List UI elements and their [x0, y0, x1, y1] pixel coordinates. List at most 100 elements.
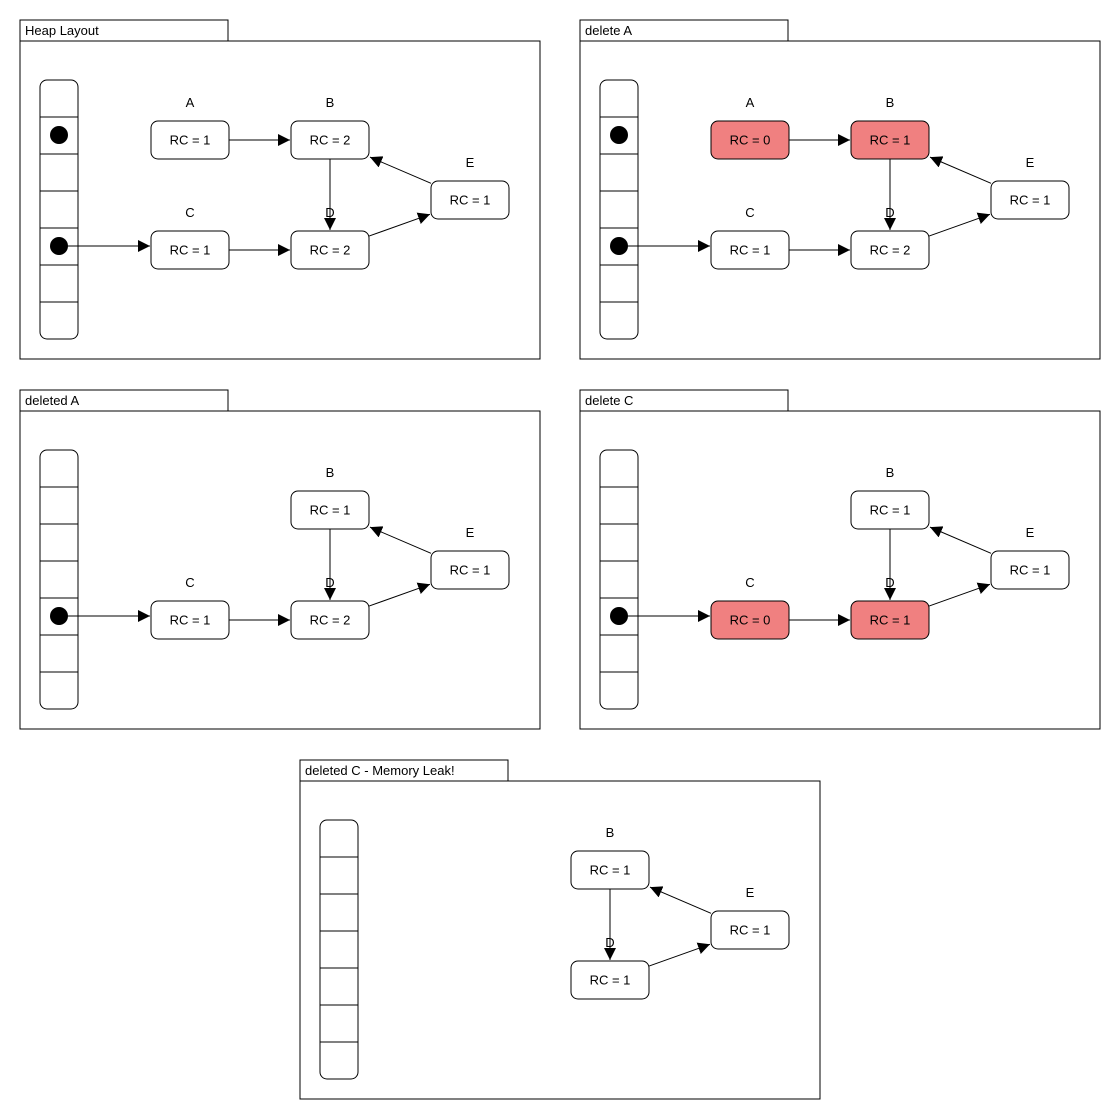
- object-box: [290, 230, 370, 270]
- ref-count-value: RC = 0: [730, 613, 771, 628]
- object-node: CRC = 1: [150, 205, 230, 270]
- object-label: B: [326, 95, 335, 110]
- object-box: [850, 600, 930, 640]
- ref-count-value: RC = 1: [170, 243, 211, 258]
- object-label: C: [185, 575, 194, 590]
- reference-edge: [928, 212, 991, 237]
- object-label: B: [886, 95, 895, 110]
- stack: [39, 79, 79, 340]
- object-label: C: [745, 205, 754, 220]
- object-node: DRC = 2: [290, 575, 370, 640]
- object-node: B RC = 1: [850, 95, 930, 160]
- reference-edge: [368, 582, 431, 607]
- object-box: [150, 120, 230, 160]
- object-node: C RC = 1: [710, 205, 790, 270]
- ref-count-value: RC = 1: [450, 193, 491, 208]
- reference-edge: [368, 212, 431, 237]
- stack-frame: [599, 449, 639, 710]
- object-box: [290, 600, 370, 640]
- object-node: A RC = 1: [150, 95, 230, 160]
- stack: [39, 449, 79, 710]
- object-box: [710, 120, 790, 160]
- ref-count-value: RC = 1: [310, 503, 351, 518]
- object-box: [710, 600, 790, 640]
- reference-edge: [369, 156, 432, 184]
- object-label: B: [886, 465, 895, 480]
- object-box: [710, 230, 790, 270]
- object-label: D: [605, 935, 614, 950]
- stack: [319, 819, 359, 1080]
- ref-count-value: RC = 1: [170, 133, 211, 148]
- panel-title: delete C: [585, 393, 633, 408]
- ref-count-value: RC = 0: [730, 133, 771, 148]
- object-box: [850, 490, 930, 530]
- object-node: B RC = 2: [290, 95, 370, 160]
- panel: delete C B RC = 1 C RC = 0 D RC = 1 E RC = 1: [579, 389, 1101, 730]
- object-node: E RC = 1: [990, 525, 1070, 590]
- object-box: [290, 490, 370, 530]
- ref-count-value: RC = 2: [310, 243, 351, 258]
- object-node: D RC = 2: [290, 205, 370, 270]
- reference-edge: [928, 582, 991, 607]
- panel: deleted A B RC = 1 C RC = 1 DRC = 2 E RC = 1: [19, 389, 541, 730]
- object-label: A: [186, 95, 195, 110]
- ref-count-value: RC = 1: [450, 563, 491, 578]
- stack: [599, 449, 639, 710]
- object-label: E: [1026, 525, 1035, 540]
- stack-pointer-dot: [610, 126, 628, 144]
- panel-title: Heap Layout: [25, 23, 99, 38]
- object-box: [290, 120, 370, 160]
- object-box: [710, 910, 790, 950]
- object-box: [150, 230, 230, 270]
- object-node: E RC = 1: [710, 885, 790, 950]
- object-label: C: [745, 575, 754, 590]
- object-node: B RC = 1: [290, 465, 370, 530]
- ref-count-value: RC = 1: [730, 243, 771, 258]
- object-label: B: [326, 465, 335, 480]
- object-label: B: [606, 825, 615, 840]
- object-node: C RC = 1: [150, 575, 230, 640]
- object-node: D RC = 1: [570, 935, 650, 1000]
- ref-count-value: RC = 1: [870, 503, 911, 518]
- panel-title: delete A: [585, 23, 632, 38]
- object-node: C RC = 0: [710, 575, 790, 640]
- object-box: [990, 550, 1070, 590]
- object-box: [570, 850, 650, 890]
- object-label: E: [466, 525, 475, 540]
- ref-count-value: RC = 1: [170, 613, 211, 628]
- object-label: D: [885, 205, 894, 220]
- object-box: [430, 550, 510, 590]
- object-box: [850, 120, 930, 160]
- reference-edge: [929, 156, 992, 184]
- ref-count-value: RC = 1: [1010, 563, 1051, 578]
- stack-frame: [599, 79, 639, 340]
- reference-edge: [649, 886, 712, 914]
- object-label: E: [746, 885, 755, 900]
- object-label: D: [325, 205, 334, 220]
- panel-title: deleted A: [25, 393, 80, 408]
- object-box: [850, 230, 930, 270]
- object-node: B RC = 1: [850, 465, 930, 530]
- object-node: D RC = 1: [850, 575, 930, 640]
- stack-frame: [39, 449, 79, 710]
- object-node: D RC = 2: [850, 205, 930, 270]
- ref-count-value: RC = 2: [310, 133, 351, 148]
- object-label: A: [746, 95, 755, 110]
- ref-count-value: RC = 1: [870, 133, 911, 148]
- ref-count-value: RC = 1: [870, 613, 911, 628]
- ref-count-value: RC = 1: [590, 973, 631, 988]
- panel: delete A A RC = 0 B RC = 1 C RC = 1 D RC = 2 ERC …: [579, 19, 1101, 360]
- reference-edge: [929, 526, 992, 554]
- ref-count-value: RC = 1: [730, 923, 771, 938]
- object-node: E RC = 1: [430, 525, 510, 590]
- ref-count-value: RC = 2: [870, 243, 911, 258]
- object-label: D: [325, 575, 334, 590]
- object-label: D: [885, 575, 894, 590]
- object-node: ERC = 1: [990, 155, 1070, 220]
- stack-frame: [39, 79, 79, 340]
- ref-count-value: RC = 1: [590, 863, 631, 878]
